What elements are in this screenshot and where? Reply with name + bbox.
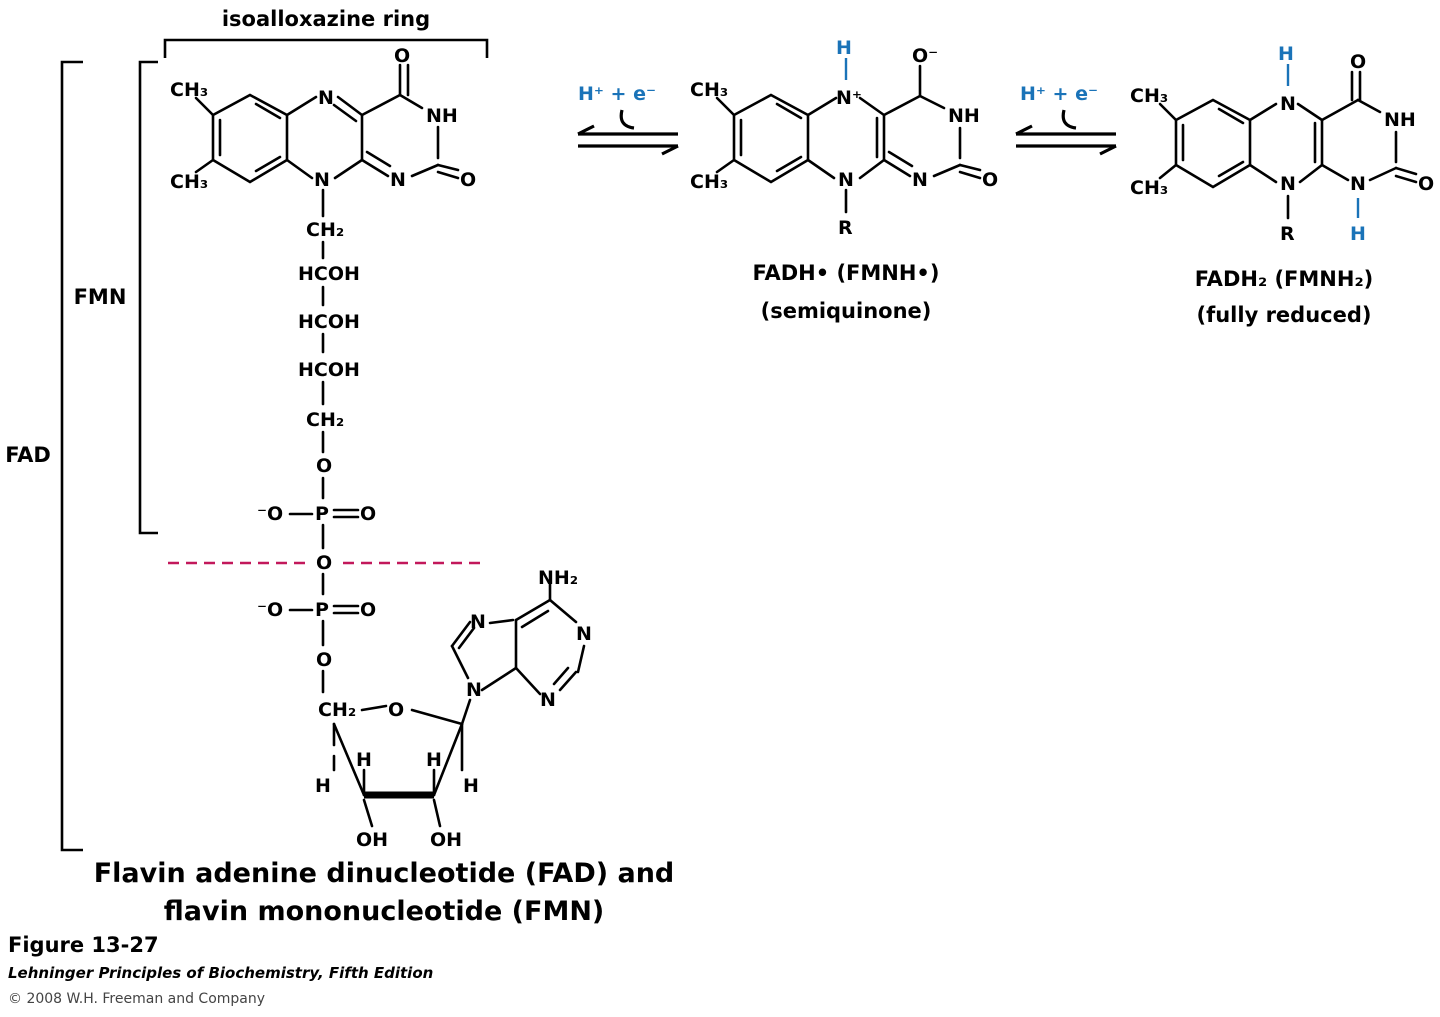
- atom-label: N: [470, 611, 486, 633]
- atom-label: CH₃: [170, 171, 208, 193]
- atom-label: HCOH: [298, 311, 360, 333]
- atom-label: N: [314, 169, 330, 191]
- atom-label: CH₂: [306, 409, 344, 431]
- atom-label: O: [1350, 51, 1366, 73]
- atom-label: N: [1280, 173, 1296, 195]
- atom-label: NH: [426, 105, 458, 127]
- ribityl-phosphate-chain: CH₂ HCOH HCOH HCOH CH₂ O ⁻O P O O ⁻O P O…: [257, 188, 376, 694]
- atom-label: CH₃: [1130, 177, 1168, 199]
- atom-label: NH: [948, 105, 980, 127]
- book-title: Lehninger Principles of Biochemistry, Fi…: [8, 964, 433, 982]
- equilibrium-arrow-1: H⁺ + e⁻: [577, 83, 679, 156]
- atom-label: R: [1280, 223, 1295, 245]
- atom-label: H: [1350, 223, 1366, 245]
- atom-label: H: [315, 775, 331, 797]
- atom-label: CH₃: [1130, 85, 1168, 107]
- atom-label: HCOH: [298, 359, 360, 381]
- fad-bracket: [60, 60, 83, 852]
- atom-label: CH₂: [306, 219, 344, 241]
- fad-label: FAD: [5, 443, 51, 467]
- caption-line-1: Flavin adenine dinucleotide (FAD) and: [94, 858, 675, 889]
- atom-label: N: [540, 689, 556, 711]
- reaction-2-label: H⁺ + e⁻: [1020, 83, 1098, 105]
- ribose-ring: CH₂ O H H H H OH OH: [315, 698, 479, 851]
- atom-label: H: [426, 749, 442, 771]
- atom-label: P: [315, 503, 329, 525]
- atom-label: CH₃: [690, 79, 728, 101]
- atom-label: H: [463, 775, 479, 797]
- isoalloxazine-ring-label: isoalloxazine ring: [222, 7, 430, 31]
- equilibrium-arrow-2: H⁺ + e⁻: [1015, 83, 1117, 156]
- atom-label: O: [1418, 173, 1434, 195]
- atom-label: H: [1278, 43, 1294, 65]
- atom-label: OH: [430, 829, 462, 851]
- atom-label: N: [318, 87, 334, 109]
- atom-label: NH: [1384, 109, 1416, 131]
- atom-label: O: [388, 699, 404, 721]
- atom-label: N: [838, 169, 854, 191]
- atom-label: NH₂: [538, 567, 578, 589]
- fmn-bracket: [138, 60, 158, 535]
- atom-label: HCOH: [298, 263, 360, 285]
- atom-label: OH: [356, 829, 388, 851]
- atom-label: H: [356, 749, 372, 771]
- atom-label: N: [466, 679, 482, 701]
- atom-label: N: [576, 623, 592, 645]
- reduced-desc: (fully reduced): [1197, 303, 1372, 327]
- atom-label: H: [836, 37, 852, 59]
- semiquinone-name: FADH• (FMNH•): [753, 261, 940, 285]
- atom-label: CH₃: [690, 171, 728, 193]
- semiquinone-structure: CH₃ CH₃ H N⁺ O⁻ NH O N N R: [690, 37, 998, 239]
- atom-label: P: [315, 599, 329, 621]
- atom-label: O: [982, 169, 998, 191]
- atom-label: ⁻O: [257, 503, 283, 525]
- atom-label: ⁻O: [257, 599, 283, 621]
- atom-label: CH₃: [170, 79, 208, 101]
- atom-label: O: [316, 649, 332, 671]
- atom-label: N: [912, 169, 928, 191]
- atom-label: CH₂: [318, 699, 356, 721]
- atom-label: O: [394, 45, 410, 67]
- semiquinone-desc: (semiquinone): [761, 299, 932, 323]
- atom-label: N: [1280, 93, 1296, 115]
- copyright: © 2008 W.H. Freeman and Company: [8, 991, 265, 1007]
- oxidized-flavin-ring: CH₃ CH₃ N O NH O N N: [170, 45, 476, 193]
- atom-label: N: [390, 169, 406, 191]
- atom-label: N⁺: [836, 87, 862, 109]
- adenine: N N NH₂ N N: [450, 567, 592, 711]
- caption-line-2: flavin mononucleotide (FMN): [164, 896, 605, 927]
- atom-label: O⁻: [912, 45, 938, 67]
- atom-label: O: [360, 503, 376, 525]
- fmn-label: FMN: [74, 285, 127, 309]
- atom-label: O: [360, 599, 376, 621]
- figure-number: Figure 13-27: [8, 933, 159, 957]
- fully-reduced-structure: CH₃ CH₃ H N O NH O N H N R: [1130, 43, 1434, 245]
- atom-label: O: [460, 169, 476, 191]
- reaction-1-label: H⁺ + e⁻: [578, 83, 656, 105]
- atom-label: O: [316, 552, 332, 574]
- atom-label: O: [316, 455, 332, 477]
- isoalloxazine-bracket: [163, 38, 489, 58]
- reduced-name: FADH₂ (FMNH₂): [1195, 267, 1374, 291]
- atom-label: R: [838, 217, 853, 239]
- atom-label: N: [1350, 173, 1366, 195]
